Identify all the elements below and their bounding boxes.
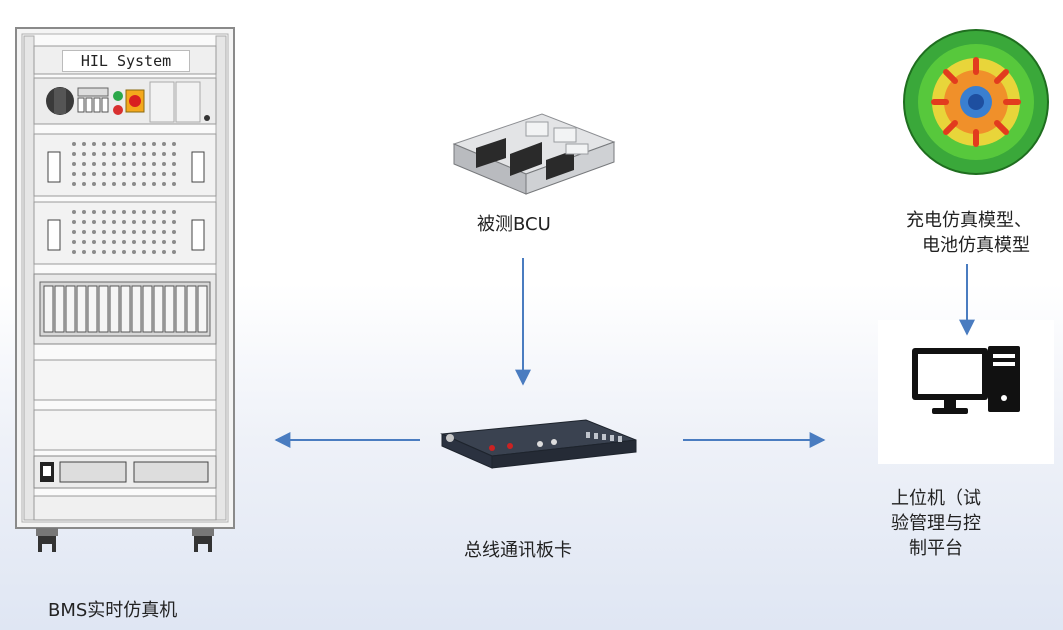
models-label-line1: 充电仿真模型、 [906, 210, 1032, 231]
host-pc-label-line2: 验管理与控 [891, 513, 981, 534]
bus-card-node [436, 414, 642, 472]
host-pc-node [878, 320, 1054, 464]
hil-rack-image [15, 27, 235, 552]
bcu-label: 被测BCU [477, 214, 551, 235]
hil-rack: HIL System [14, 26, 236, 560]
bms-simulator-label: BMS实时仿真机 [48, 600, 178, 621]
desktop-computer-icon [912, 346, 1020, 414]
host-pc-label-line3: 制平台 [909, 538, 963, 559]
rack-panel-title: HIL System [62, 50, 190, 72]
bcu-node [446, 108, 620, 200]
bus-card-device-image [440, 419, 637, 469]
models-label-line2: 电池仿真模型 [922, 235, 1030, 256]
clutch-fea-model-image [903, 29, 1049, 175]
models-node [896, 22, 1056, 182]
bus-card-label: 总线通讯板卡 [464, 540, 572, 561]
bcu-module-image [452, 113, 616, 195]
host-pc-label-line1: 上位机（试 [891, 488, 981, 509]
